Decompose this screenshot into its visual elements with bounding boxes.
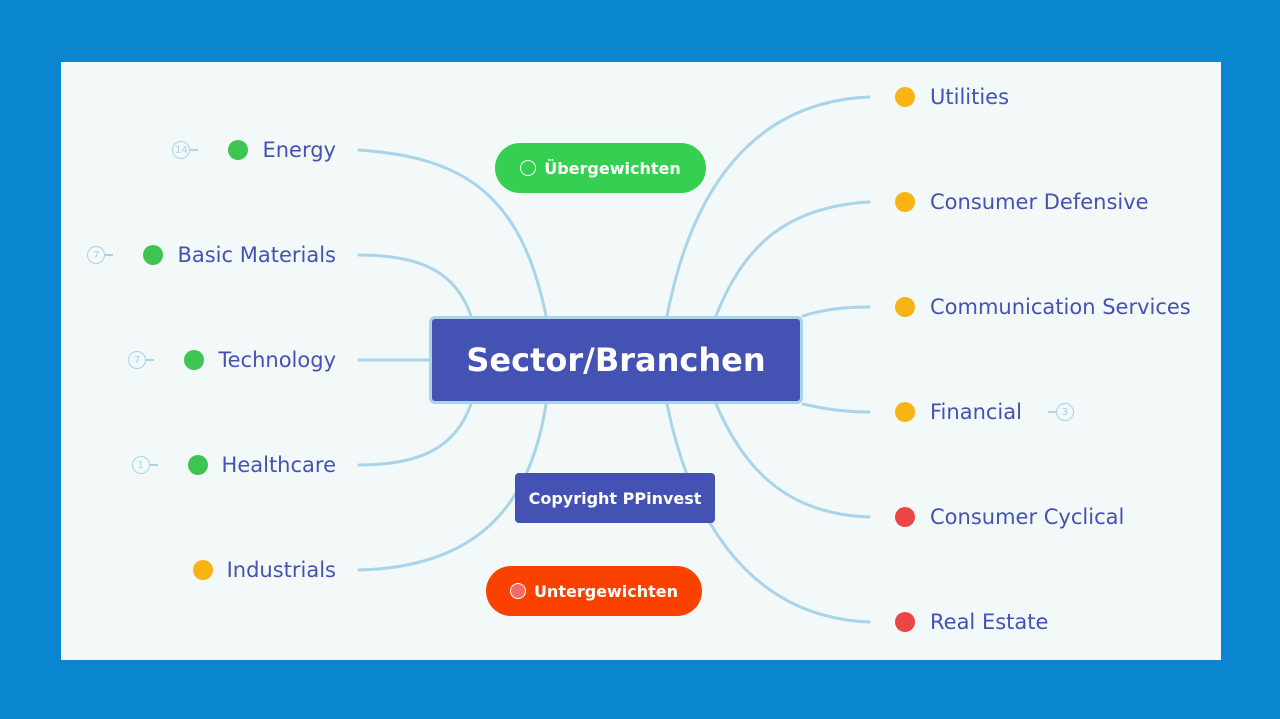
node-communication-services[interactable]: Communication Services: [895, 290, 1191, 324]
status-dot-icon: [192, 560, 213, 580]
status-dot-icon: [895, 87, 915, 107]
node-utilities[interactable]: Utilities: [895, 80, 1009, 114]
mindmap-canvas: Übergewichten Untergewichten Copyright P…: [61, 62, 1221, 660]
node-label: Real Estate: [930, 610, 1049, 634]
child-count-badge[interactable]: 7: [87, 246, 106, 264]
node-label: Consumer Defensive: [930, 190, 1149, 214]
branch-links: [357, 95, 871, 624]
link-basic-materials: [357, 253, 473, 318]
node-label: Consumer Cyclical: [930, 505, 1125, 529]
overweight-label: Übergewichten: [544, 158, 681, 178]
link-healthcare: [357, 402, 473, 467]
status-dot-icon: [895, 297, 915, 317]
link-energy: [357, 148, 548, 318]
node-label: Energy: [262, 138, 336, 162]
child-count-badge[interactable]: 1: [131, 456, 150, 474]
node-energy[interactable]: 14 Energy: [61, 133, 336, 167]
status-dot-icon: [184, 350, 205, 370]
status-dot-icon: [895, 507, 915, 527]
status-dot-icon: [895, 192, 915, 212]
collapse-badge[interactable]: 7: [128, 351, 155, 369]
collapse-badge[interactable]: 1: [131, 456, 158, 474]
collapse-badge[interactable]: 3: [1047, 403, 1074, 421]
collapse-badge[interactable]: 14: [172, 141, 199, 159]
child-count-badge[interactable]: 7: [128, 351, 147, 369]
overweight-legend: Übergewichten: [495, 143, 706, 193]
link-financial: [801, 402, 871, 414]
node-label: Industrials: [226, 558, 336, 582]
node-consumer-defensive[interactable]: Consumer Defensive: [895, 185, 1149, 219]
status-dot-icon: [143, 245, 164, 265]
overweight-ring-icon: [520, 160, 537, 176]
node-label: Utilities: [930, 85, 1010, 109]
link-utilities: [665, 95, 871, 318]
child-count-badge[interactable]: 14: [172, 141, 191, 159]
node-industrials[interactable]: Industrials: [61, 553, 336, 587]
node-basic-materials[interactable]: 7 Basic Materials: [61, 238, 336, 272]
node-label: Financial: [930, 400, 1022, 424]
link-industrials: [357, 402, 548, 572]
status-dot-icon: [187, 455, 208, 475]
underweight-legend: Untergewichten: [486, 566, 702, 616]
child-count-badge[interactable]: 3: [1055, 403, 1074, 421]
node-healthcare[interactable]: 1 Healthcare: [61, 448, 336, 482]
node-label: Communication Services: [930, 295, 1191, 319]
node-real-estate[interactable]: Real Estate: [895, 605, 1048, 639]
link-consumer-cyclical: [714, 402, 871, 519]
node-label: Healthcare: [221, 453, 336, 477]
status-dot-icon: [895, 402, 915, 422]
node-financial[interactable]: Financial 3: [895, 395, 1074, 429]
copyright-box: Copyright PPinvest: [515, 473, 715, 523]
node-label: Technology: [218, 348, 336, 372]
status-dot-icon: [895, 612, 915, 632]
link-real-estate: [665, 402, 871, 624]
node-technology[interactable]: 7 Technology: [61, 343, 336, 377]
underweight-ring-icon: [509, 583, 526, 599]
link-consumer-defensive: [714, 200, 871, 318]
node-consumer-cyclical[interactable]: Consumer Cyclical: [895, 500, 1124, 534]
node-label: Basic Materials: [177, 243, 336, 267]
collapse-badge[interactable]: 7: [87, 246, 114, 264]
central-topic[interactable]: Sector/Branchen: [429, 316, 803, 404]
link-communication-services: [801, 305, 871, 318]
underweight-label: Untergewichten: [533, 581, 679, 601]
status-dot-icon: [228, 140, 249, 160]
